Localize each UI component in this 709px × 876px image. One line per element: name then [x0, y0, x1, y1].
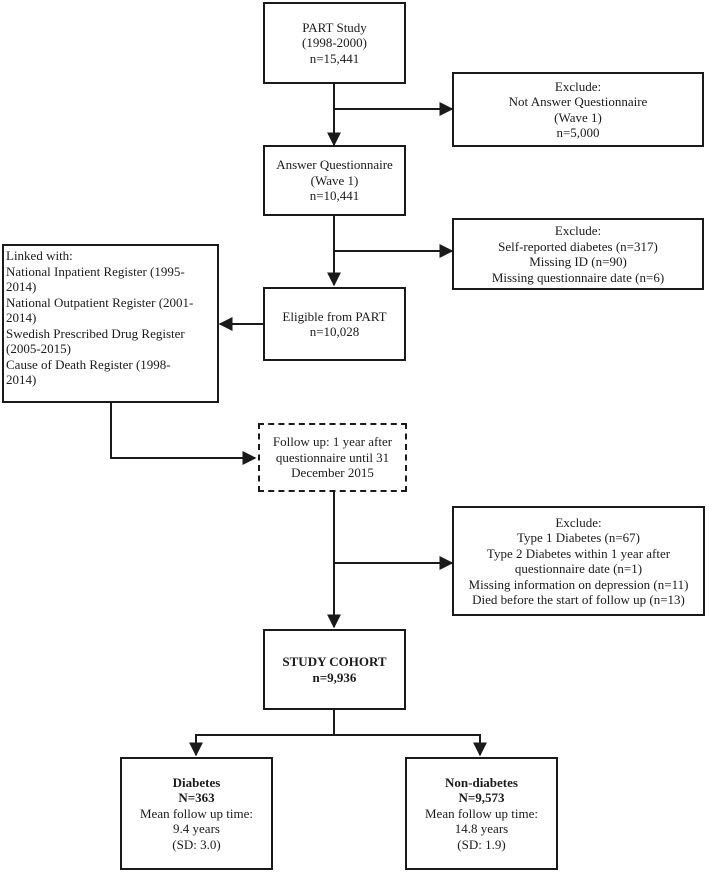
non-diabetes-title: Non-diabetes [445, 774, 518, 790]
exclude-3-reason: Died before the start of follow up (n=13… [472, 592, 685, 607]
follow-up-line: questionnaire until 31 [275, 449, 390, 465]
linked-registers-box: Linked with: National Inpatient Register… [2, 244, 219, 403]
eligible-title: Eligible from PART [282, 308, 387, 324]
linked-register-line: (2005-2015) [6, 341, 71, 356]
exclude-1-reason: Not Answer Questionnaire [508, 94, 648, 109]
follow-up-box: Follow up: 1 year after questionnaire un… [258, 423, 407, 492]
study-cohort-title: STUDY COHORT [282, 654, 387, 669]
exclude-3-reason: Type 2 Diabetes within 1 year after [486, 545, 671, 561]
diabetes-n: N=363 [178, 790, 215, 806]
answer-questionnaire-wave: (Wave 1) [310, 172, 359, 188]
non-diabetes-followup-label: Mean follow up time: [424, 805, 538, 821]
linked-register-line: Swedish Prescribed Drug Register [6, 325, 185, 341]
linked-heading: Linked with: [6, 248, 73, 263]
part-study-n: n=15,441 [309, 50, 360, 66]
eligible-box: Eligible from PART n=10,028 [263, 287, 406, 361]
exclude-1-heading: Exclude: [554, 78, 602, 94]
answer-questionnaire-title: Answer Questionnaire [276, 157, 393, 173]
part-study-years: (1998-2000) [302, 35, 367, 51]
part-study-box: PART Study (1998-2000) n=15,441 [263, 2, 406, 84]
exclude-2-reason-2: Missing ID (n=90) [529, 254, 627, 269]
non-diabetes-n: N=9,573 [458, 790, 505, 806]
eligible-n: n=10,028 [309, 324, 360, 339]
answer-questionnaire-box: Answer Questionnaire (Wave 1) n=10,441 [263, 145, 406, 216]
exclude-3-heading: Exclude: [555, 514, 602, 530]
study-cohort-box: STUDY COHORT n=9,936 [263, 629, 406, 710]
linked-register-line: National Outpatient Register (2001- [6, 294, 194, 310]
answer-questionnaire-n: n=10,441 [309, 188, 360, 204]
diabetes-box: Diabetes N=363 Mean follow up time: 9.4 … [120, 757, 273, 870]
diabetes-followup-label: Mean follow up time: [139, 805, 253, 821]
arrow-linked-to-followup [110, 403, 257, 465]
exclude-3-reason: questionnaire date (n=1) [514, 561, 643, 576]
exclude-box-3: Exclude: Type 1 Diabetes (n=67) Type 2 D… [452, 506, 705, 616]
exclude-3-reason: Missing information on depression (n=11) [468, 576, 689, 592]
linked-register-line: Cause of Death Register (1998- [6, 356, 171, 372]
linked-register-line: 2014) [6, 310, 37, 325]
study-cohort-n: n=9,936 [312, 669, 357, 685]
linked-register-line: 2014) [6, 279, 37, 294]
diabetes-title: Diabetes [172, 774, 221, 790]
exclude-2-heading: Exclude: [554, 223, 602, 238]
exclude-1-wave: (Wave 1) [554, 109, 602, 125]
exclude-3-reason: Type 1 Diabetes (n=67) [516, 530, 641, 545]
follow-up-line: Follow up: 1 year after [272, 434, 393, 450]
non-diabetes-box: Non-diabetes N=9,573 Mean follow up time… [405, 757, 558, 870]
exclude-box-2: Exclude: Self-reported diabetes (n=317) … [452, 218, 704, 290]
follow-up-line: December 2015 [291, 465, 374, 481]
non-diabetes-followup-years: 14.8 years [454, 821, 509, 837]
exclude-2-reason-1: Self-reported diabetes (n=317) [498, 238, 658, 254]
linked-register-line: National Inpatient Register (1995- [6, 263, 185, 279]
linked-register-line: 2014) [6, 372, 37, 387]
exclude-box-1: Exclude: Not Answer Questionnaire (Wave … [452, 72, 704, 147]
exclude-1-n: n=5,000 [556, 125, 600, 140]
diabetes-followup-sd: (SD: 3.0) [172, 836, 221, 852]
non-diabetes-followup-sd: (SD: 1.9) [457, 836, 506, 852]
diabetes-followup-years: 9.4 years [173, 821, 220, 837]
part-study-title: PART Study [302, 19, 367, 35]
exclude-2-reason-3: Missing questionnaire date (n=6) [491, 269, 665, 285]
